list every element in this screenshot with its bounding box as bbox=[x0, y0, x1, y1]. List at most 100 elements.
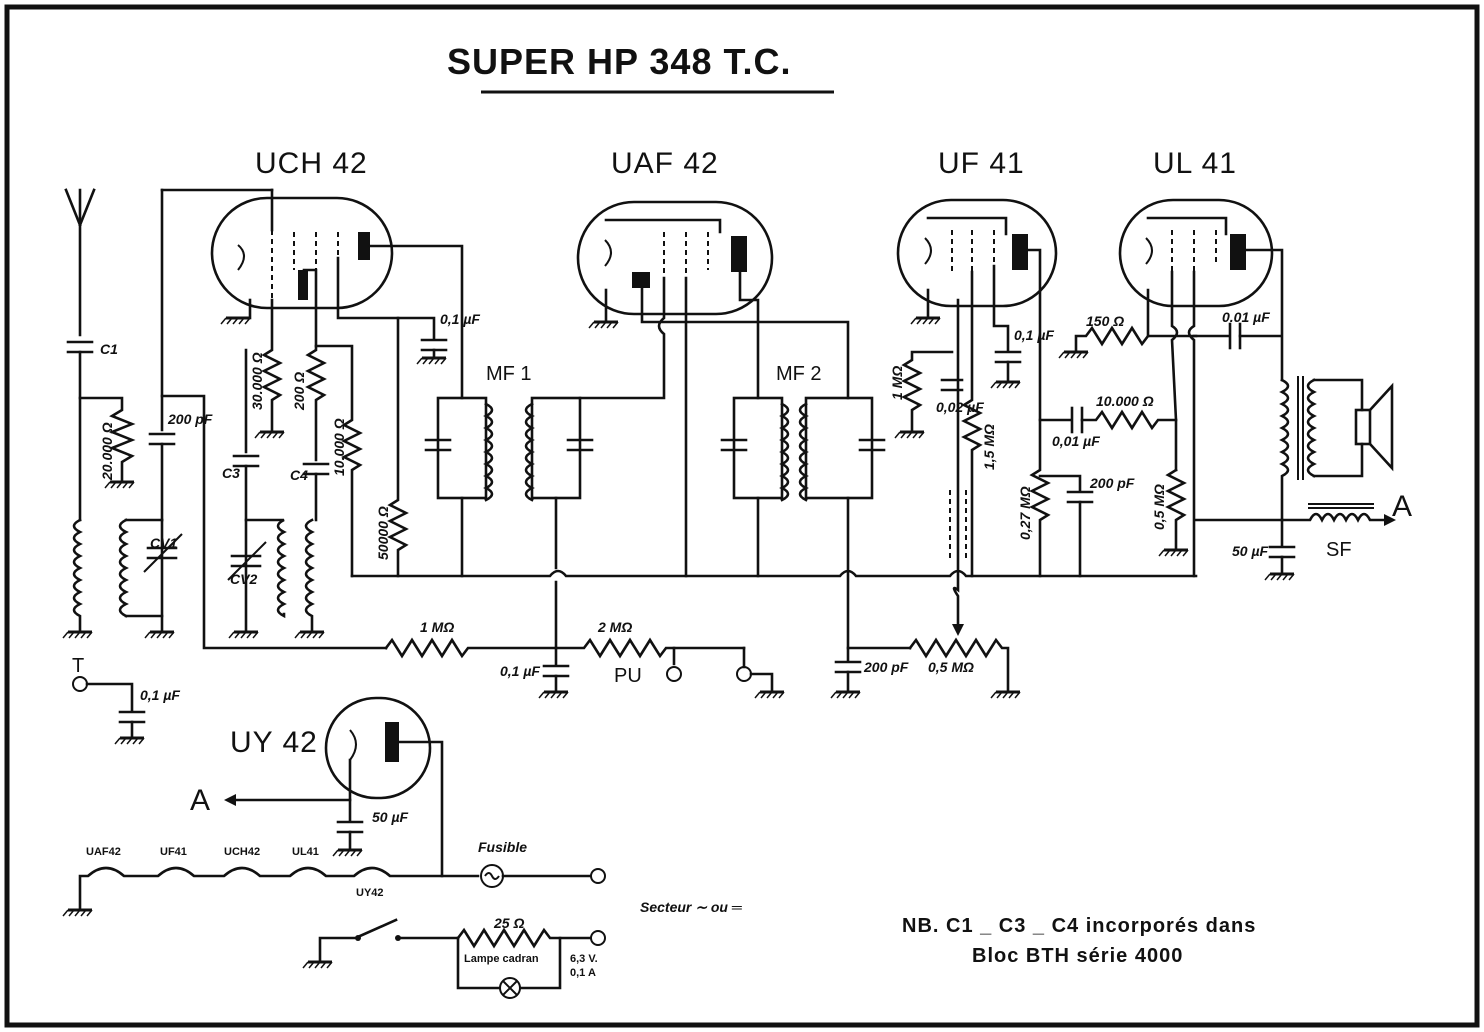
label-r10000b: 10.000 Ω bbox=[1096, 393, 1154, 409]
label-c01-pu: 0,1 µF bbox=[500, 663, 540, 679]
tube-uf41 bbox=[896, 198, 1058, 308]
label-lamp-rating1: 6,3 V. bbox=[570, 953, 598, 965]
coil-oscillator bbox=[244, 518, 326, 640]
coil-antenna bbox=[61, 518, 94, 640]
antenna bbox=[64, 188, 96, 337]
pu-terminal-1[interactable] bbox=[666, 666, 682, 682]
label-lamp: Lampe cadran bbox=[464, 953, 539, 965]
label-r200: 200 Ω bbox=[291, 372, 307, 411]
t-terminal[interactable] bbox=[72, 676, 88, 692]
label-pot05m: 0,5 MΩ bbox=[928, 659, 974, 675]
label-r20000: 20.000 Ω bbox=[99, 422, 115, 481]
cap-01-pu bbox=[537, 664, 570, 700]
heater-label-uaf42: UAF42 bbox=[86, 846, 121, 858]
mains-terminal-2[interactable] bbox=[590, 930, 606, 946]
cap-001 bbox=[1228, 322, 1242, 350]
cap-200pf-3 bbox=[829, 660, 862, 700]
frame-border bbox=[4, 4, 1480, 1028]
label-rect-a: A bbox=[190, 784, 211, 817]
label-c4: C4 bbox=[290, 467, 308, 483]
label-r1m: 1 MΩ bbox=[420, 619, 454, 635]
tube-label-uy42: UY 42 bbox=[230, 726, 318, 759]
cap-200pf-grid bbox=[148, 188, 274, 522]
heater-label-ul41: UL41 bbox=[292, 846, 319, 858]
diagram-title: SUPER HP 348 T.C. bbox=[447, 41, 791, 82]
tube-uy42 bbox=[324, 696, 432, 800]
b-plus-rail bbox=[350, 569, 1198, 578]
label-mf2: MF 2 bbox=[776, 363, 822, 385]
label-c01a: 0,1 µF bbox=[440, 311, 480, 327]
transformer-mf2 bbox=[720, 396, 886, 662]
label-c001: 0.01 µF bbox=[1222, 309, 1270, 325]
transformer-mf1 bbox=[424, 396, 594, 578]
label-fuse: Fusible bbox=[478, 839, 527, 855]
tube-ul41 bbox=[1118, 198, 1274, 308]
pu-terminal-2[interactable] bbox=[736, 666, 752, 682]
label-c200pf3: 200 pF bbox=[863, 659, 909, 675]
tube-label-uaf42: UAF 42 bbox=[611, 147, 719, 180]
resistor-25 bbox=[456, 927, 592, 949]
cap-001b bbox=[1070, 406, 1084, 434]
resistor-1m-grid bbox=[901, 350, 954, 432]
resistor-05m bbox=[1165, 468, 1187, 550]
heater-label-uch42: UCH42 bbox=[224, 846, 260, 858]
note-line-1: NB. C1 _ C3 _ C4 incorporés dans bbox=[902, 915, 1256, 937]
potentiometer-05m[interactable] bbox=[908, 637, 1010, 694]
heater-label-uy42: UY42 bbox=[356, 887, 384, 899]
label-c50: 50 µF bbox=[1232, 543, 1269, 559]
resistor-1m bbox=[384, 637, 558, 659]
label-cv1: CV1 bbox=[150, 535, 177, 551]
label-r150: 150 Ω bbox=[1086, 313, 1124, 329]
resistor-20000 bbox=[78, 396, 136, 482]
cap-cv1 bbox=[143, 533, 183, 573]
cap-cv2 bbox=[227, 541, 267, 581]
label-c002: 0,02 µF bbox=[936, 399, 984, 415]
label-r05m: 0,5 MΩ bbox=[1151, 484, 1167, 530]
label-t: T bbox=[72, 655, 84, 677]
label-c01-t: 0,1 µF bbox=[140, 687, 180, 703]
resistor-50000 bbox=[336, 256, 409, 578]
label-mf1: MF 1 bbox=[486, 363, 532, 385]
cap-200pf-2 bbox=[1066, 490, 1094, 578]
cap-50 bbox=[1263, 545, 1296, 582]
cap-01a bbox=[415, 338, 448, 366]
label-output-a: A bbox=[1392, 490, 1413, 523]
power-switch[interactable] bbox=[358, 918, 398, 938]
label-c01b: 0,1 µF bbox=[1014, 327, 1054, 343]
cap-01-t bbox=[113, 710, 146, 746]
tube-label-uch42: UCH 42 bbox=[255, 147, 368, 180]
label-mains: Secteur ∼ ou ═ bbox=[640, 899, 742, 915]
heater-chain bbox=[78, 866, 480, 910]
label-c200pf: 200 pF bbox=[167, 411, 213, 427]
label-lamp-rating2: 0,1 A bbox=[570, 967, 596, 979]
cap-01b bbox=[989, 350, 1022, 390]
resistor-150 bbox=[1074, 325, 1198, 352]
label-r10000a: 10.000 Ω bbox=[331, 418, 347, 476]
cap-002 bbox=[940, 378, 964, 392]
label-c3: C3 bbox=[222, 465, 240, 481]
resistor-15m bbox=[961, 270, 983, 578]
cap-c3 bbox=[232, 348, 260, 634]
coil-osc-input bbox=[118, 518, 176, 640]
tube-uch42 bbox=[210, 196, 394, 310]
cap-c1 bbox=[66, 340, 94, 522]
resistor-30000 bbox=[261, 298, 283, 432]
choke-sf bbox=[1280, 503, 1396, 526]
label-r2m: 2 MΩ bbox=[597, 619, 632, 635]
tube-label-uf41: UF 41 bbox=[938, 147, 1025, 180]
label-r1m-grid: 1 MΩ bbox=[889, 366, 905, 400]
note-line-2: Bloc BTH série 4000 bbox=[972, 945, 1183, 967]
label-c200pf2: 200 pF bbox=[1089, 475, 1135, 491]
label-c50-uy: 50 µF bbox=[372, 809, 409, 825]
tube-uaf42 bbox=[576, 200, 774, 316]
agc-line bbox=[160, 394, 388, 650]
resistor-10000b bbox=[1080, 409, 1178, 431]
resistor-2m bbox=[554, 637, 676, 666]
label-r25: 25 Ω bbox=[493, 915, 524, 931]
mains-terminal-1[interactable] bbox=[590, 868, 606, 884]
resistor-200 bbox=[302, 268, 327, 462]
resistor-10000a bbox=[314, 344, 363, 578]
tube-label-ul41: UL 41 bbox=[1153, 147, 1237, 180]
label-c1: C1 bbox=[100, 341, 118, 357]
